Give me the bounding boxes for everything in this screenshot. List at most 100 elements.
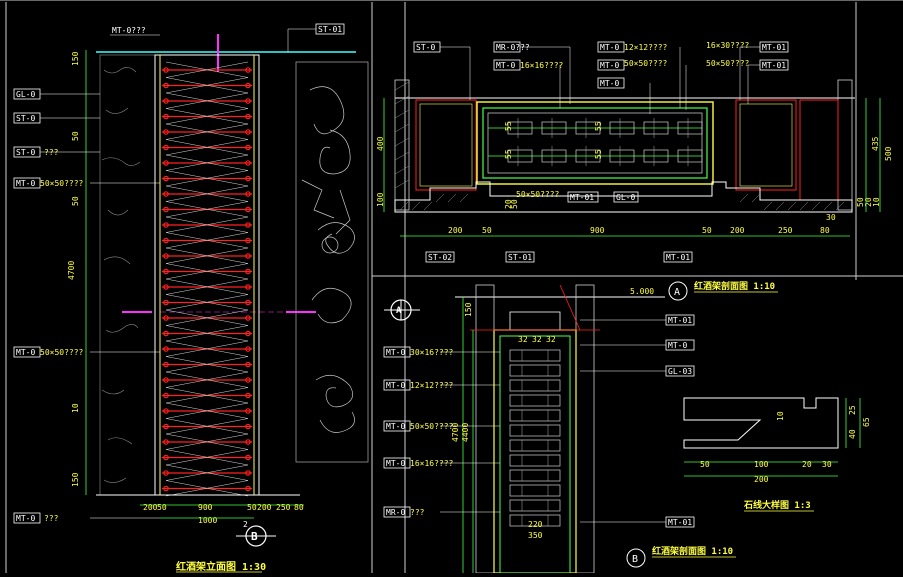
lattice-line	[165, 247, 249, 264]
secB-tag-ln-2: 50×50????	[410, 422, 454, 431]
secB-dim-t-1: 32	[532, 335, 542, 344]
rack-peg	[245, 222, 251, 228]
elev-tag-2: ST-0	[16, 148, 35, 157]
bottle	[575, 121, 601, 135]
rack-peg	[163, 439, 169, 445]
section-marker-a-label: A	[396, 306, 402, 316]
elev-tag-note-4: 50×50????	[40, 348, 84, 357]
section-b-vertical-dims: 150 4700 4400	[451, 302, 473, 442]
stone-hatch-left	[101, 67, 141, 483]
secA-tag-top-3: MT-0	[600, 61, 619, 70]
rack-peg	[163, 377, 169, 383]
elev-dim-h-3: 50	[247, 503, 257, 512]
secA-dim-h-6: 80	[820, 226, 830, 235]
section-b-title: B 红酒架剖面图 1:10	[626, 545, 736, 568]
secA-tag-left-0: ST-0	[416, 43, 435, 52]
section-marker-a: A	[384, 299, 420, 321]
wall-hatch-a	[394, 81, 410, 189]
lattice-line	[165, 263, 249, 280]
secA-dim-vr-0: 435	[871, 136, 880, 151]
elev-dim-h-4: 200	[257, 503, 272, 512]
bottle	[677, 149, 703, 163]
secA-tag-top-1: MT-0	[496, 61, 515, 70]
detail-dim-h-3: 30	[822, 460, 832, 469]
section-b-inner-dims: 32 32 32 220 350	[518, 335, 556, 540]
detail-dim-top: 10	[776, 411, 785, 421]
bottle	[509, 349, 561, 362]
rack-peg	[163, 392, 169, 399]
secB-dim-b-1: 350	[528, 531, 543, 540]
section-a-bottom-tags: 50×50???? MT-01 GL-0 ST-02 ST-01 MT-01	[425, 190, 693, 263]
secA-tag-right-1: MT-01	[762, 61, 786, 70]
bottle	[541, 121, 567, 135]
secA-dim-v-1: 100	[376, 192, 385, 207]
secB-tag-r-1: MT-0	[668, 341, 687, 350]
secA-tag-note-0: 16×16????	[520, 61, 564, 70]
section-b-title-text: 红酒架剖面图 1:10	[652, 545, 733, 557]
detail-dim-h-0: 50	[700, 460, 710, 469]
lattice-line	[165, 123, 249, 140]
rack-peg	[163, 423, 169, 430]
bottle	[509, 379, 561, 392]
rack-peg	[163, 454, 169, 461]
rack-peg	[163, 82, 169, 89]
elev-dim-v-2: 50	[71, 196, 80, 206]
lattice-line	[165, 356, 249, 373]
section-a-vertical-dims: 400 100 435 500 50 20 10 30 55 55 55 55 …	[376, 121, 893, 222]
elev-tag-mt-top: MT-0???	[112, 26, 146, 35]
secA-dim-h-1: 50	[482, 226, 492, 235]
wine-rack-elevation: 150 50 50 4700 10 150 GL-0 ST-0 ST-0 ???…	[13, 23, 369, 573]
secA-dim-h-3: 50	[702, 226, 712, 235]
detail-dim-total: 200	[754, 475, 769, 484]
secB-tag-l-3: MT-0	[386, 459, 405, 468]
bottle	[643, 149, 669, 163]
elev-dim-total: 1000	[198, 516, 217, 525]
rack-peg	[163, 284, 169, 290]
elevation-title: 红酒架立面图 1:30	[176, 560, 266, 573]
secA-tag-note-2: 50×50????	[624, 59, 668, 68]
section-b-bottles	[509, 349, 561, 527]
secB-tag-ln-1: 12×12????	[410, 381, 454, 390]
lattice-line	[165, 294, 249, 311]
detail-dims: 50 100 20 30 200 25 40 65 10	[700, 405, 871, 484]
wine-rack-section-b: 5.000 150 4700 4400 32 32 32 220 350 MT-…	[383, 284, 736, 574]
secA-tag-bot-0: 50×50????	[516, 190, 560, 199]
rack-peg	[163, 222, 169, 228]
secA-tag-right-2: MT-01	[666, 253, 690, 262]
lattice-line	[165, 449, 249, 466]
secA-tag-note-3: 16×30????	[706, 41, 750, 50]
rack-peg	[163, 160, 169, 166]
rack-peg	[245, 346, 251, 352]
lattice-line	[165, 464, 249, 481]
lattice-line	[165, 232, 249, 249]
detail-dim-v-1: 40	[848, 429, 857, 439]
section-a-title: A 红酒架剖面图 1:10	[668, 280, 778, 301]
elev-dim-v-4: 10	[71, 403, 80, 413]
secA-tag-note-1: 12×12????	[624, 43, 668, 52]
section-b-marker: B	[632, 554, 638, 565]
detail-dim-h-1: 100	[754, 460, 769, 469]
section-b-right-tags: MT-01 MT-0 GL-03 MT-01	[580, 314, 695, 528]
lattice-line	[165, 216, 249, 233]
section-b-level: 5.000	[630, 287, 654, 296]
bottle	[507, 121, 533, 135]
secA-tag-left-2: ST-01	[508, 253, 532, 262]
bottle	[541, 149, 567, 163]
lattice-line	[165, 108, 249, 125]
secA-tag-left-1: ST-02	[428, 253, 452, 262]
bottle	[509, 394, 561, 407]
lattice-line	[165, 387, 249, 404]
secA-dim-in-5: 50	[510, 199, 519, 209]
secA-dim-vr-1: 500	[884, 146, 893, 161]
rack-lattice	[165, 61, 249, 497]
secA-dim-vr-3: 20	[864, 197, 873, 207]
lattice-line	[165, 77, 249, 94]
bottle	[509, 454, 561, 467]
bottle	[575, 149, 601, 163]
rack-peg	[163, 175, 169, 182]
secA-dim-in-3: 55	[594, 149, 603, 159]
lattice-line	[165, 309, 249, 326]
rack-peg	[245, 237, 251, 244]
rack-peg	[245, 361, 251, 368]
secA-dim-h-2: 900	[590, 226, 605, 235]
